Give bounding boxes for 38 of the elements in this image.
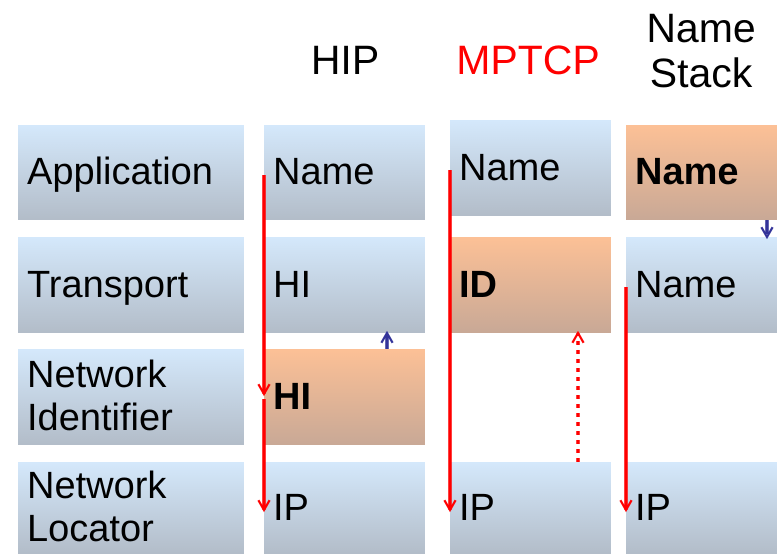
arrow bbox=[257, 175, 271, 396]
layer-box bbox=[18, 462, 244, 554]
layer-label: Network Identifier bbox=[27, 354, 174, 440]
arrow bbox=[571, 332, 585, 462]
column-heading: HIP bbox=[310, 38, 380, 84]
layer-box bbox=[626, 462, 777, 554]
layer-box bbox=[450, 237, 611, 333]
layer-label: HI bbox=[273, 376, 311, 418]
layer-label: Network Locator bbox=[27, 465, 168, 551]
layer-label: ID bbox=[459, 264, 497, 306]
layer-box bbox=[18, 349, 244, 445]
layer-label: Name bbox=[273, 151, 374, 194]
column-heading: Name Stack bbox=[645, 6, 757, 96]
layer-box bbox=[450, 462, 611, 554]
arrow bbox=[760, 220, 774, 238]
layer-box bbox=[450, 120, 611, 216]
layer-box bbox=[626, 125, 777, 220]
layer-label: Application bbox=[27, 151, 213, 194]
layer-label: IP bbox=[635, 486, 671, 530]
arrow bbox=[257, 399, 271, 512]
layer-box bbox=[264, 125, 425, 220]
layer-box bbox=[264, 349, 425, 445]
layer-label: Name bbox=[635, 151, 738, 194]
layer-label: HI bbox=[273, 264, 311, 306]
layer-box bbox=[264, 462, 425, 554]
arrow bbox=[619, 287, 633, 512]
arrow bbox=[380, 332, 394, 349]
layer-label: Name bbox=[459, 146, 560, 190]
layer-label: Name bbox=[635, 264, 736, 306]
column-heading: MPTCP bbox=[455, 38, 601, 84]
layer-label: IP bbox=[273, 486, 309, 530]
layer-box bbox=[626, 237, 777, 333]
layer-box bbox=[18, 125, 244, 220]
arrow bbox=[443, 170, 457, 512]
layer-label: IP bbox=[459, 486, 495, 530]
layer-box bbox=[18, 237, 244, 333]
layer-box bbox=[264, 237, 425, 333]
layer-label: Transport bbox=[27, 264, 188, 306]
